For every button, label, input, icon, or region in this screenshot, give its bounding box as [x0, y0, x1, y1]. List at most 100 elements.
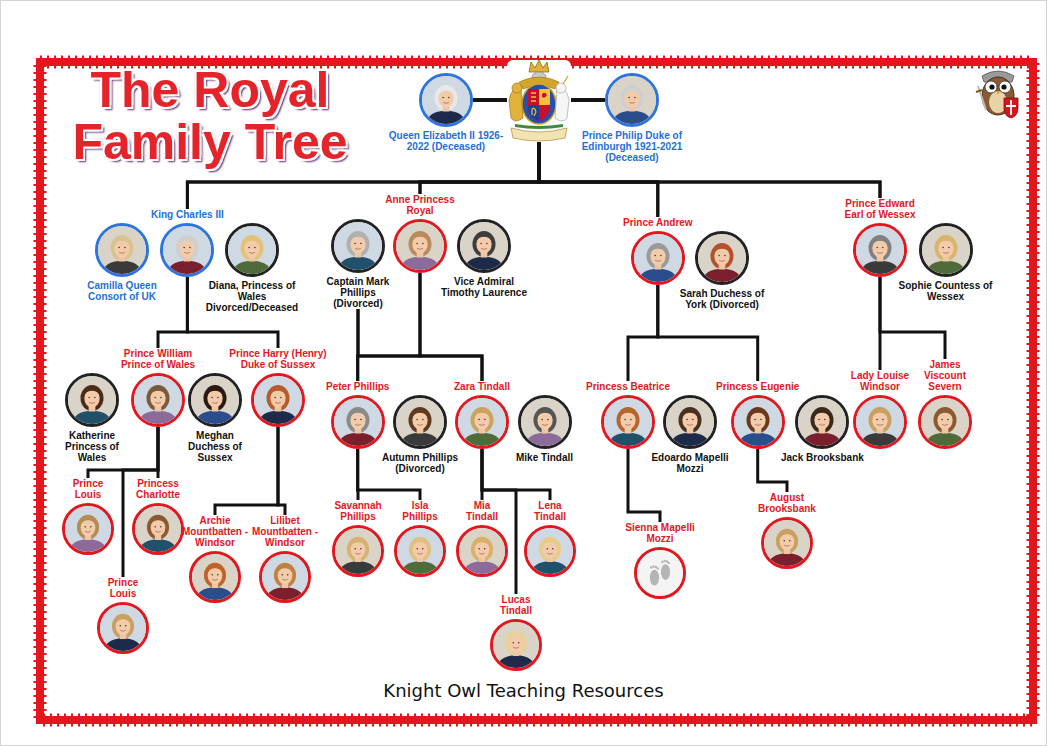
portrait-ground: [335, 528, 381, 574]
person-name: Sarah Duchess of York (Divorced): [672, 288, 772, 310]
portrait-clothes: [497, 655, 536, 668]
crest-crown: [529, 60, 549, 72]
portrait-hair-back: [147, 515, 169, 540]
portrait-picture: [397, 528, 443, 574]
portrait-ground: [764, 520, 810, 566]
portrait-circle: [455, 395, 509, 449]
portrait-eye: [160, 526, 161, 527]
portrait-eye: [480, 243, 482, 245]
portrait-picture: [604, 398, 652, 446]
portrait-picture: [68, 376, 116, 424]
portrait-ground: [334, 398, 382, 446]
portrait-smile: [89, 402, 95, 404]
portrait-ground: [856, 398, 904, 446]
footprint-toe: [663, 560, 665, 562]
portrait-ground: [334, 222, 382, 270]
portrait-clothes: [338, 257, 378, 270]
portrait-hair: [620, 409, 636, 420]
portrait-smile: [820, 424, 826, 426]
portrait-hair-back: [274, 563, 296, 588]
portrait-smile: [275, 402, 281, 404]
portrait-hair-back: [746, 407, 769, 433]
owl-sword: [978, 86, 986, 110]
portrait-eye: [212, 574, 213, 575]
portrait-clothes: [138, 411, 178, 424]
portrait-eye: [360, 419, 362, 421]
portrait-ground: [521, 398, 569, 446]
portrait-ground: [634, 234, 682, 282]
portrait-smile: [155, 531, 161, 533]
person-node: Prince Louis: [97, 577, 149, 654]
person-node: Archie Mountbatten -Windsor: [180, 515, 250, 603]
portrait-smile: [355, 553, 361, 555]
name-label-group: Mia Tindall: [459, 500, 505, 522]
name-label-group: Sophie Countess of Wessex: [893, 280, 998, 302]
person-node: Captain Mark Phillips (Divorced): [317, 219, 399, 309]
portrait-circle: [457, 219, 511, 273]
portrait-picture: [458, 398, 506, 446]
portrait-ground: [397, 528, 443, 574]
portrait-ground: [527, 528, 573, 574]
person-node: Anne Princess Royal: [375, 194, 465, 273]
portrait-eye: [941, 419, 943, 421]
portrait-picture: [921, 398, 969, 446]
portrait-circle: [331, 219, 385, 273]
person-name: Mike Tindall: [516, 452, 573, 463]
portrait-circle: [631, 231, 685, 285]
portrait-hair: [80, 516, 96, 526]
crest-shield: [528, 89, 550, 121]
portrait-hair-back: [240, 235, 263, 261]
person-name: Edoardo Mapelli Mozzi: [650, 452, 730, 474]
crest-rampant-lion: [542, 93, 547, 98]
portrait-picture: [459, 528, 505, 574]
crest-garter: [522, 84, 556, 124]
footprint: [661, 564, 670, 580]
crest-lions: [531, 93, 536, 101]
portrait-smile: [942, 424, 948, 426]
portrait-circle: [394, 525, 446, 577]
portrait-picture: [634, 234, 682, 282]
portrait-picture: [228, 226, 276, 274]
owl-eye: [985, 81, 997, 93]
owl-beak: [996, 91, 1000, 95]
crest-harp: [532, 108, 536, 116]
name-label-group: Mike Tindall: [516, 452, 573, 463]
person-node: Jack Brooksbank: [781, 395, 864, 463]
person-name: Katherine Princess of Wales: [52, 430, 132, 463]
portrait-eye: [160, 397, 162, 399]
portrait-smile: [513, 647, 519, 649]
person-name: Anne Princess Royal: [375, 194, 465, 216]
portrait-hair-back: [112, 614, 134, 639]
person-node: Prince Philip Duke of Edinburgh 1921-202…: [577, 73, 687, 163]
portrait-picture: [637, 550, 683, 596]
owl-eye: [999, 81, 1011, 93]
portrait-hair-back: [678, 407, 701, 433]
person-name: Jack Brooksbank: [781, 452, 864, 463]
footprint-toe: [668, 562, 670, 564]
name-label-group: Lena Tindall: [527, 500, 573, 522]
portrait-picture: [460, 222, 508, 270]
name-label-group: Archie Mountbatten -Windsor: [180, 515, 250, 548]
person-name: Prince Edward Earl of Wessex: [835, 198, 925, 220]
portrait-eye: [88, 397, 90, 399]
portrait-eye: [211, 397, 213, 399]
portrait-eye: [754, 419, 756, 421]
person-name: Sienna Mapelli Mozzi: [622, 522, 698, 544]
person-node: Prince Andrew: [623, 217, 693, 285]
portrait-clothes: [860, 433, 900, 446]
portrait-clothes: [426, 111, 466, 124]
portrait-ground: [493, 622, 539, 668]
portrait-ground: [922, 226, 970, 274]
portrait-hair: [84, 387, 100, 398]
name-label-group: Vice Admiral Timothy Laurence: [434, 276, 534, 298]
name-label-group: Katherine Princess of Wales: [52, 430, 132, 463]
portrait-picture: [396, 398, 444, 446]
portrait-eye: [217, 397, 219, 399]
person-node: Vice Admiral Timothy Laurence: [434, 219, 534, 298]
portrait-eye: [760, 419, 762, 421]
portrait-eye: [184, 247, 186, 249]
portrait-eye: [360, 243, 362, 245]
footprint-toe: [650, 566, 652, 568]
name-label-group: Edoardo Mapelli Mozzi: [650, 452, 730, 474]
